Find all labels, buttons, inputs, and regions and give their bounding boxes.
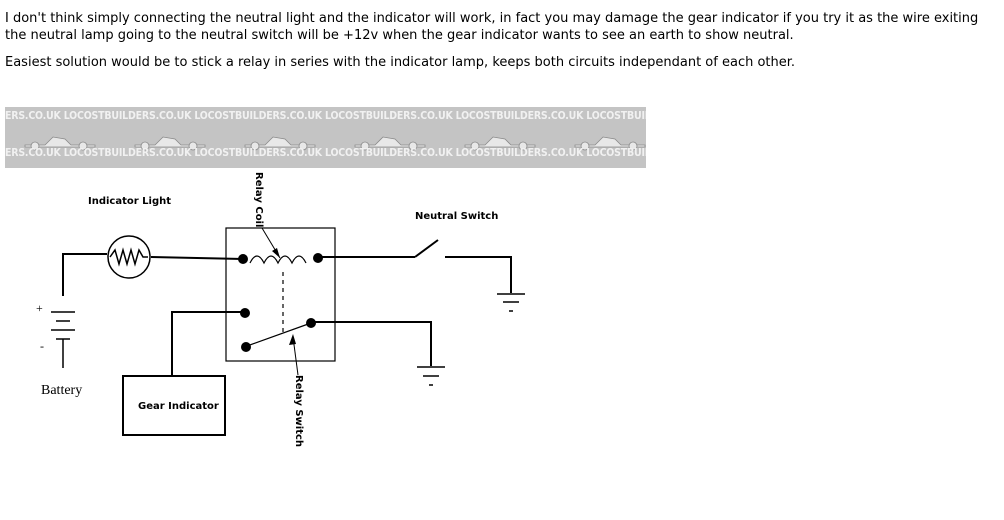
watermark-car-art: [24, 136, 646, 151]
relay-coil-symbol: [249, 227, 307, 265]
post-paragraph: Easiest solution would be to stick a rel…: [5, 55, 796, 70]
relay-armature: [246, 322, 312, 347]
watermark-text: ERS.CO.UK LOCOSTBUILDERS.CO.UK LOCOSTBUI…: [5, 110, 646, 122]
wire: [445, 256, 512, 293]
watermark-text: ERS.CO.UK LOCOSTBUILDERS.CO.UK LOCOSTBUI…: [5, 147, 646, 159]
indicator-light-symbol: [107, 235, 151, 279]
battery-label: Battery: [41, 383, 82, 398]
gear-indicator-label: Gear Indicator: [138, 401, 219, 412]
neutral-switch-label: Neutral Switch: [415, 211, 498, 222]
post-paragraph: I don't think simply connecting the neut…: [5, 11, 979, 43]
ground-symbol: [497, 293, 525, 312]
wire: [171, 311, 243, 375]
relay-contacts: [238, 253, 323, 352]
neutral-switch-symbol: [414, 239, 439, 258]
battery-minus-label: -: [40, 339, 44, 353]
battery-symbol: [51, 311, 75, 368]
watermark-banner: ERS.CO.UK LOCOSTBUILDERS.CO.UK LOCOSTBUI…: [5, 107, 646, 168]
relay-wiring-diagram: Indicator Light Relay Coil Neutral Switc…: [36, 172, 525, 447]
wire: [311, 321, 432, 366]
relay-box: [225, 227, 336, 362]
battery-plus-label: +: [36, 301, 43, 315]
indicator-light-label: Indicator Light: [88, 196, 171, 207]
wire: [150, 256, 244, 260]
gear-indicator-box: [122, 375, 226, 436]
relay-switch-label: Relay Switch: [293, 375, 304, 447]
post-body: I don't think simply connecting the neut…: [5, 10, 1000, 71]
relay-coil-label: Relay Coil: [253, 172, 264, 227]
relay-switch-pointer: [289, 334, 299, 376]
wire: [62, 253, 107, 296]
ground-symbol: [417, 366, 445, 386]
